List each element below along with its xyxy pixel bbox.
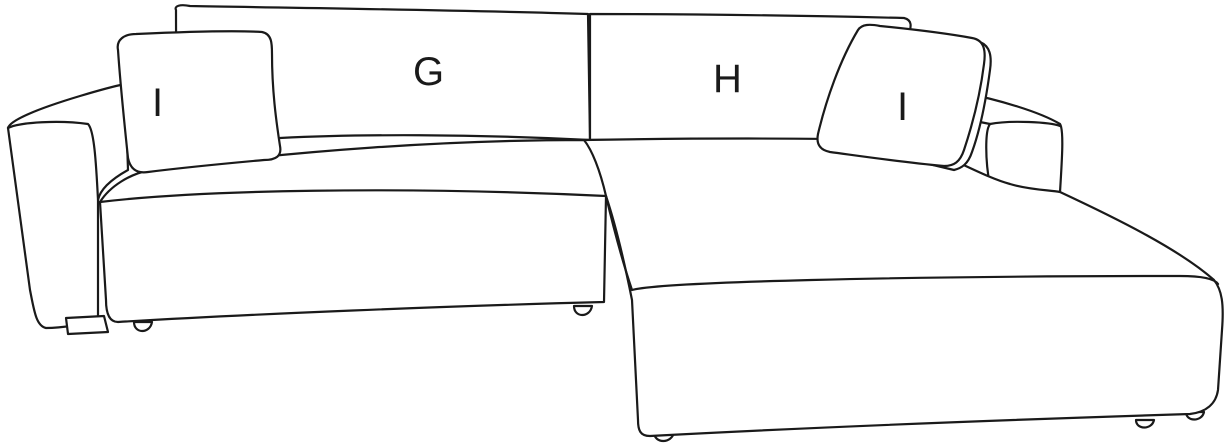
throw-pillow-left <box>116 30 282 174</box>
chaise-lounge <box>582 137 1224 438</box>
label-right-pillow: I <box>897 85 908 129</box>
label-right-back-cushion: H <box>713 57 742 101</box>
left-armrest <box>6 82 130 336</box>
label-left-pillow: I <box>152 81 163 125</box>
right-armrest <box>958 90 1064 194</box>
label-left-back-cushion: G <box>413 50 444 94</box>
throw-pillow-right <box>816 23 992 172</box>
